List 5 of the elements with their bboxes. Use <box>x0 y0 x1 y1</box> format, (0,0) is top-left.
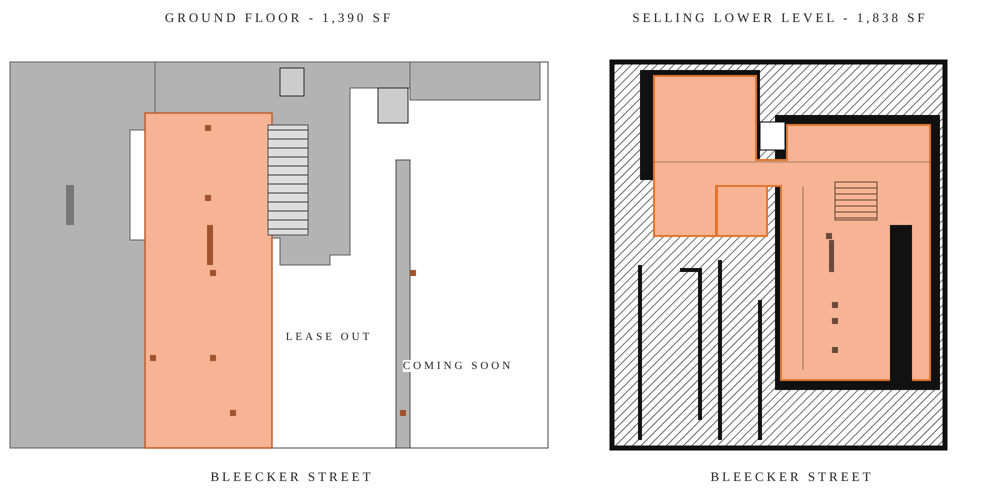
street-label: BLEECKER STREET <box>210 469 374 485</box>
space-label: LEASE OUT <box>286 331 372 343</box>
floor-heading: GROUND FLOOR - 1,390 SF <box>164 10 394 26</box>
floor-heading: SELLING LOWER LEVEL - 1,838 SF <box>632 10 928 26</box>
street-label: BLEECKER STREET <box>710 469 874 485</box>
